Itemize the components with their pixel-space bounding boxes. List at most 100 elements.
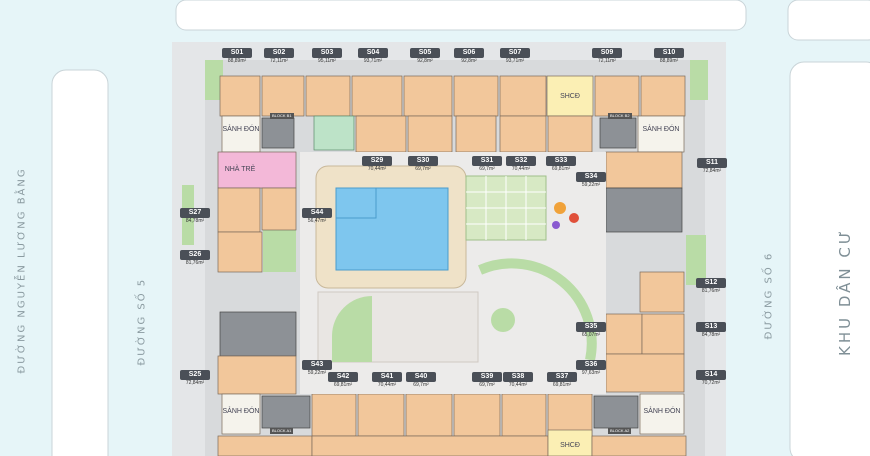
unit-area: 69,7m² <box>415 166 431 172</box>
unit-code: S37 <box>547 372 577 382</box>
unit-code: S30 <box>408 156 438 166</box>
unit-area: 72,11m² <box>270 58 288 64</box>
unit-area: 81,76m² <box>185 260 205 266</box>
block-label: BLOCK A1 <box>270 428 294 434</box>
unit-area: 92,8m² <box>417 58 433 64</box>
lobby-label: SẢNH ĐÓN <box>642 126 680 133</box>
unit-code: S31 <box>472 156 502 166</box>
unit-area: 84,78m² <box>701 332 721 338</box>
unit-code: S05 <box>410 48 440 58</box>
east-units <box>605 151 685 393</box>
unit-area: 69,81m² <box>333 382 353 388</box>
block-label: BLOCK B2 <box>608 113 632 119</box>
unit-code: S27 <box>180 208 210 218</box>
lawn <box>205 60 223 100</box>
lawn <box>690 60 708 100</box>
west-units <box>217 151 297 395</box>
south-units <box>217 393 687 456</box>
unit-code: S25 <box>180 370 210 380</box>
block-label: BLOCK A2 <box>608 428 632 434</box>
unit-area: 72,84m² <box>185 380 205 386</box>
unit-area: 95,11m² <box>318 58 336 64</box>
unit-code: S12 <box>696 278 726 288</box>
unit-code: S38 <box>503 372 533 382</box>
unit-area: 69,81m² <box>551 166 571 172</box>
northeast-block <box>787 0 870 41</box>
unit-code: S14 <box>696 370 726 380</box>
unit-code: S09 <box>592 48 622 58</box>
unit-area: 93,71m² <box>363 58 383 64</box>
unit-area: 88,89m² <box>659 58 679 64</box>
unit-area: 59,22m² <box>581 182 601 188</box>
unit-code: S03 <box>312 48 342 58</box>
unit-area: 70,44m² <box>367 166 387 172</box>
unit-code: S44 <box>302 208 332 218</box>
unit-code: S34 <box>576 172 606 182</box>
north-block <box>175 0 747 31</box>
unit-code: S11 <box>697 158 727 168</box>
unit-area: 69,7m² <box>413 382 429 388</box>
unit-area: 65,07m² <box>581 332 601 338</box>
west-block <box>51 69 109 456</box>
unit-code: S43 <box>302 360 332 370</box>
unit-code: S13 <box>696 322 726 332</box>
shcd-label: SHCĐ <box>560 442 580 449</box>
unit-area: 97,63m² <box>581 370 601 376</box>
unit-code: S42 <box>328 372 358 382</box>
east-block <box>789 61 870 456</box>
north-units <box>219 75 686 153</box>
courtyard <box>300 152 606 394</box>
unit-code: S01 <box>222 48 252 58</box>
unit-area: 69,7m² <box>479 166 495 172</box>
unit-area: 84,78m² <box>185 218 205 224</box>
area-khu-dan-cu: KHU DÂN CƯ <box>836 228 854 356</box>
unit-code: S02 <box>264 48 294 58</box>
unit-area: 72,11m² <box>598 58 616 64</box>
street-so-6: ĐƯỜNG SỐ 6 <box>763 251 775 340</box>
unit-area: 56,47m² <box>307 218 327 224</box>
unit-code: S39 <box>472 372 502 382</box>
lobby-label: SẢNH ĐÓN <box>643 408 681 415</box>
unit-area: 93,71m² <box>505 58 525 64</box>
block-label: BLOCK B1 <box>270 113 294 119</box>
street-so-5: ĐƯỜNG SỐ 5 <box>136 277 148 366</box>
unit-area: 70,44m² <box>511 166 531 172</box>
lawn <box>686 235 706 285</box>
unit-area: 59,22m² <box>307 370 327 376</box>
unit-code: S36 <box>576 360 606 370</box>
unit-code: S07 <box>500 48 530 58</box>
lawn <box>263 230 296 272</box>
unit-area: 69,7m² <box>479 382 495 388</box>
unit-area: 70,72m² <box>701 380 721 386</box>
unit-code: S33 <box>546 156 576 166</box>
unit-area: 70,44m² <box>377 382 397 388</box>
unit-area: 70,44m² <box>508 382 528 388</box>
unit-area: 69,81m² <box>552 382 572 388</box>
